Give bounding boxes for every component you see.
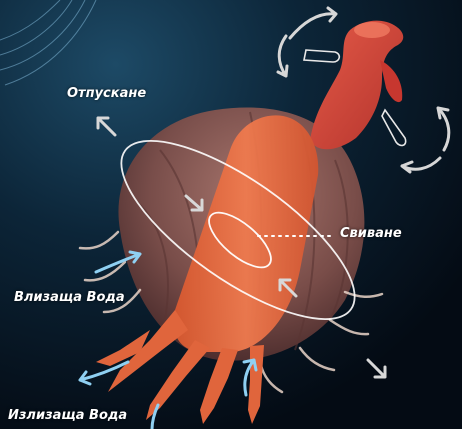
label-water-in: Влизаща Вода <box>14 290 125 305</box>
label-release: Отпускане <box>67 86 146 101</box>
label-water-out: Излизаща Вода <box>8 408 127 423</box>
label-contract: Свиване <box>340 226 402 241</box>
